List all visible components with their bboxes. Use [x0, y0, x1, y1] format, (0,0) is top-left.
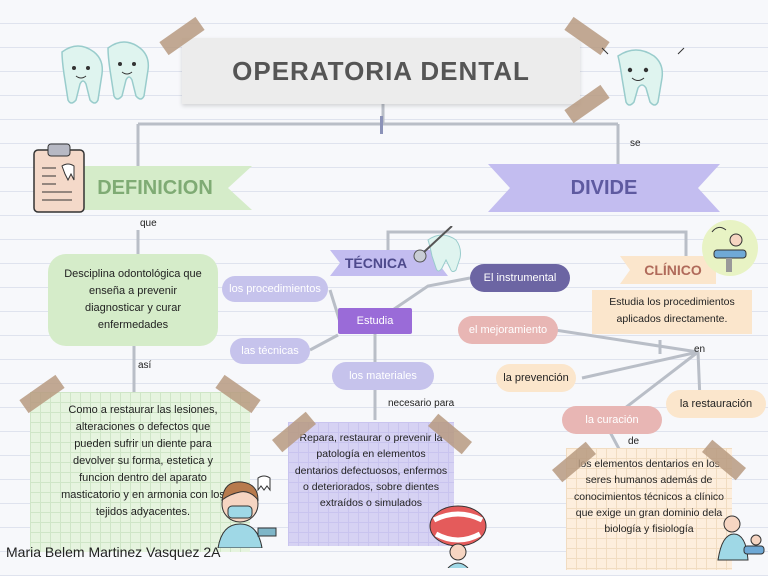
open-mouth-icon [429, 505, 487, 568]
connector-label-necesario: necesario para [388, 398, 455, 409]
node-tecnicas: las técnicas [230, 338, 310, 364]
divide-banner-shape [488, 164, 720, 212]
node-procedimientos: los procedimientos [222, 276, 328, 302]
node-estudia: Estudia [338, 308, 412, 334]
necesario-note: Repara, restaurar o prevenir la patologí… [288, 422, 454, 546]
connector-label-que: que [140, 218, 157, 229]
dental-chair-icon [702, 220, 758, 276]
tooth-mascot-icon [61, 41, 150, 104]
divide-banner: DIVIDE [570, 176, 638, 199]
dentist-at-work-icon [717, 515, 765, 561]
connector-marker [380, 116, 383, 134]
tooth-mirror-icon [413, 226, 461, 272]
clipboard-icon [33, 143, 85, 213]
connector-label-en: en [694, 344, 706, 355]
connector-label-de: de [628, 436, 640, 447]
dentist-avatar-icon [217, 475, 277, 548]
node-prevencion: la prevención [496, 364, 576, 392]
tooth-mascot-icon [601, 47, 685, 106]
node-materiales: los materiales [332, 362, 434, 390]
elementos-note: los elementos dentarios en los seres hum… [566, 448, 732, 570]
node-restauracion: la restauración [666, 390, 766, 418]
connector-label-se: se [630, 138, 641, 149]
clinico-estudia-box: Estudia los procedimientos aplicados dir… [592, 290, 752, 334]
connector-label-asi: así [138, 360, 152, 371]
asi-note: Como a restaurar las lesiones, alteracio… [30, 392, 250, 552]
definition-box: Desciplina odontológica que enseña a pre… [48, 254, 218, 346]
clinico-banner: CLÍNICO [644, 262, 702, 278]
node-curacion: la curación [562, 406, 662, 434]
definicion-banner-shape [82, 166, 252, 210]
definicion-banner: DEFINICION [97, 176, 213, 199]
node-mejoramiento: el mejoramiento [458, 316, 558, 344]
clinico-banner-shape [620, 256, 716, 284]
author-name: Maria Belem Martinez Vasquez 2A [6, 544, 221, 560]
node-instrumental: El instrumental [470, 264, 570, 292]
tecnica-banner: TÉCNICA [344, 255, 408, 271]
page-title: OPERATORIA DENTAL [182, 38, 580, 104]
